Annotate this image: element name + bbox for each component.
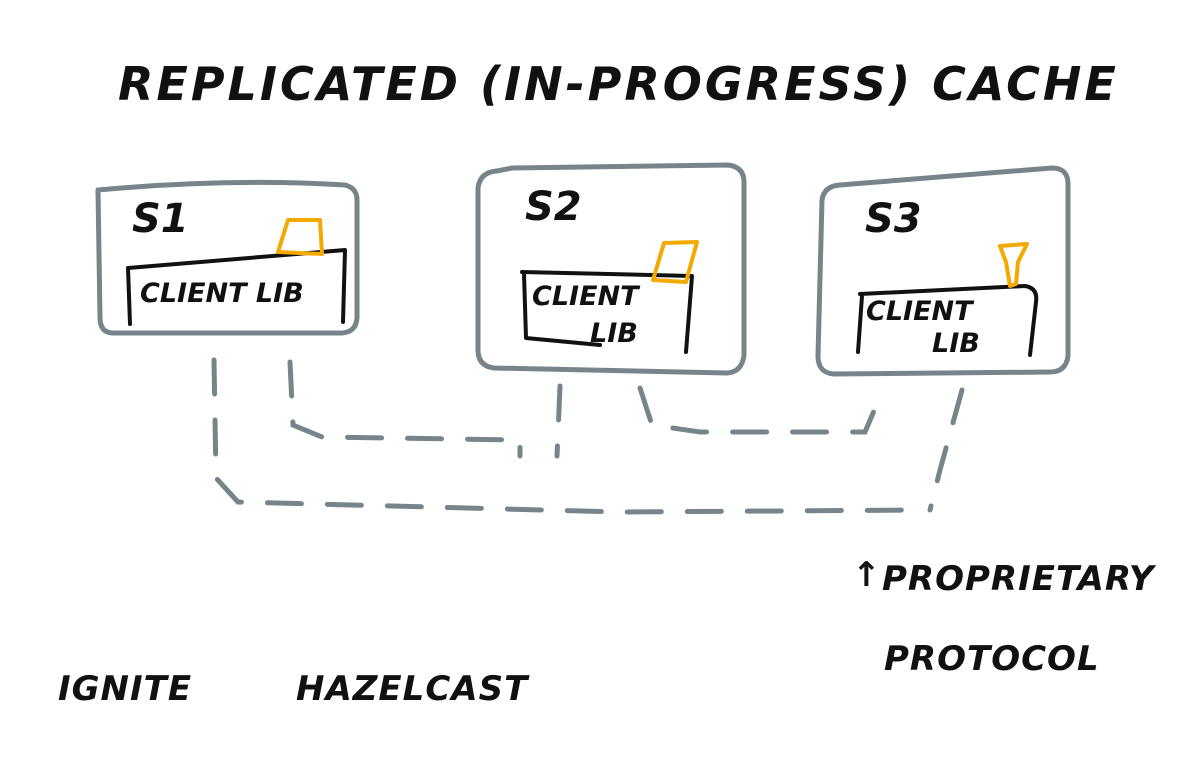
protocol-note-line2: PROTOCOL bbox=[884, 639, 1100, 679]
protocol-annotation: ↑ PROPRIETARY PROTOCOL bbox=[852, 555, 1157, 679]
link-s3-outer bbox=[927, 387, 965, 513]
server-s1: S1 CLIENT LIB bbox=[95, 179, 360, 336]
links bbox=[211, 357, 965, 515]
link-s2-s3 bbox=[637, 385, 885, 435]
server-box-s1 bbox=[95, 179, 360, 336]
protocol-note-line1: PROPRIETARY bbox=[882, 559, 1157, 599]
client-lib-label-s1: CLIENT LIB bbox=[140, 278, 304, 309]
examples: IGNITE HAZELCAST bbox=[58, 669, 530, 709]
cache-icon-s3 bbox=[998, 242, 1029, 288]
link-s1-outer bbox=[211, 357, 928, 515]
client-lib-label-s2-line2: LIB bbox=[590, 318, 638, 349]
server-box-s2 bbox=[475, 162, 747, 376]
cache-icon-s1 bbox=[276, 218, 324, 256]
link-s1-s2 bbox=[287, 359, 523, 459]
server-s3: S3 CLIENT LIB bbox=[815, 165, 1071, 377]
diagram-title: REPLICATED (IN-PROGRESS) CACHE bbox=[118, 57, 1119, 111]
client-lib-label-s2-line1: CLIENT bbox=[532, 281, 641, 312]
example-ignite: IGNITE bbox=[58, 669, 192, 709]
client-lib-box-s2 bbox=[520, 270, 694, 354]
example-hazelcast: HAZELCAST bbox=[296, 669, 530, 709]
protocol-arrow-icon: ↑ bbox=[852, 555, 882, 595]
client-lib-label-s3-line1: CLIENT bbox=[866, 296, 975, 327]
server-box-s3 bbox=[815, 165, 1071, 377]
link-s2-down bbox=[554, 383, 563, 459]
server-s2: S2 CLIENT LIB bbox=[475, 162, 747, 376]
server-label-s2: S2 bbox=[525, 184, 582, 230]
client-lib-box-s3 bbox=[856, 284, 1039, 357]
cache-icon-s2 bbox=[651, 240, 699, 284]
server-label-s1: S1 bbox=[132, 196, 189, 242]
server-label-s3: S3 bbox=[865, 196, 922, 242]
client-lib-label-s3-line2: LIB bbox=[932, 328, 980, 359]
client-lib-box-s1 bbox=[126, 248, 347, 326]
